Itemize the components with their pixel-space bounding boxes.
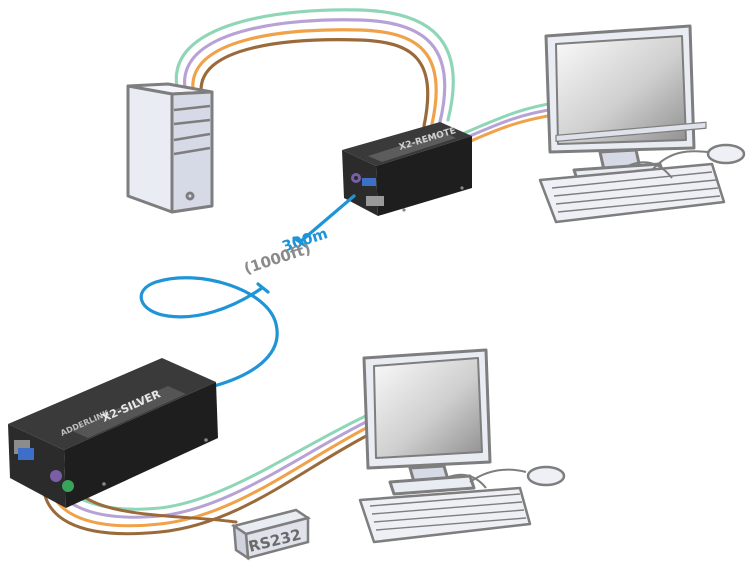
rs232-box: RS232 bbox=[230, 508, 312, 561]
monitor-top bbox=[544, 24, 696, 184]
keys bbox=[555, 121, 707, 142]
vga-port-icon bbox=[362, 178, 376, 186]
drive-bays-icon bbox=[173, 104, 211, 156]
rj45-port-icon bbox=[366, 196, 384, 206]
pc-to-remote-cables bbox=[174, 8, 455, 128]
cable-brown bbox=[41, 432, 372, 536]
cable-brown bbox=[199, 38, 430, 128]
x2-remote-unit: X2-REMOTE bbox=[342, 122, 472, 216]
distance-label: 300m (1000ft) bbox=[242, 224, 330, 278]
monitor-bottom bbox=[362, 348, 492, 496]
pc-tower bbox=[126, 82, 214, 214]
ps2-keyboard-port-icon bbox=[50, 470, 62, 482]
screen bbox=[373, 357, 483, 459]
ps2-mouse-port-icon bbox=[62, 480, 74, 492]
cable-orange bbox=[191, 28, 438, 126]
screen bbox=[555, 35, 687, 145]
keyboard-top bbox=[538, 121, 726, 224]
keyboard-bottom bbox=[358, 486, 532, 544]
cat5-link bbox=[139, 194, 356, 388]
x2-silver-local-unit: ADDERLINK X2-SILVER bbox=[8, 358, 218, 508]
cable-green bbox=[174, 8, 455, 122]
distance-imperial: (1000ft) bbox=[242, 239, 313, 277]
remote-to-monitor-cables bbox=[460, 100, 562, 146]
monitor-base bbox=[388, 474, 476, 496]
mouse-bottom bbox=[445, 465, 566, 489]
cable-orange bbox=[47, 424, 372, 528]
cable-purple bbox=[182, 18, 447, 124]
vga-port-icon bbox=[18, 448, 34, 460]
mouse-top bbox=[627, 143, 746, 179]
power-button-icon bbox=[185, 191, 195, 201]
